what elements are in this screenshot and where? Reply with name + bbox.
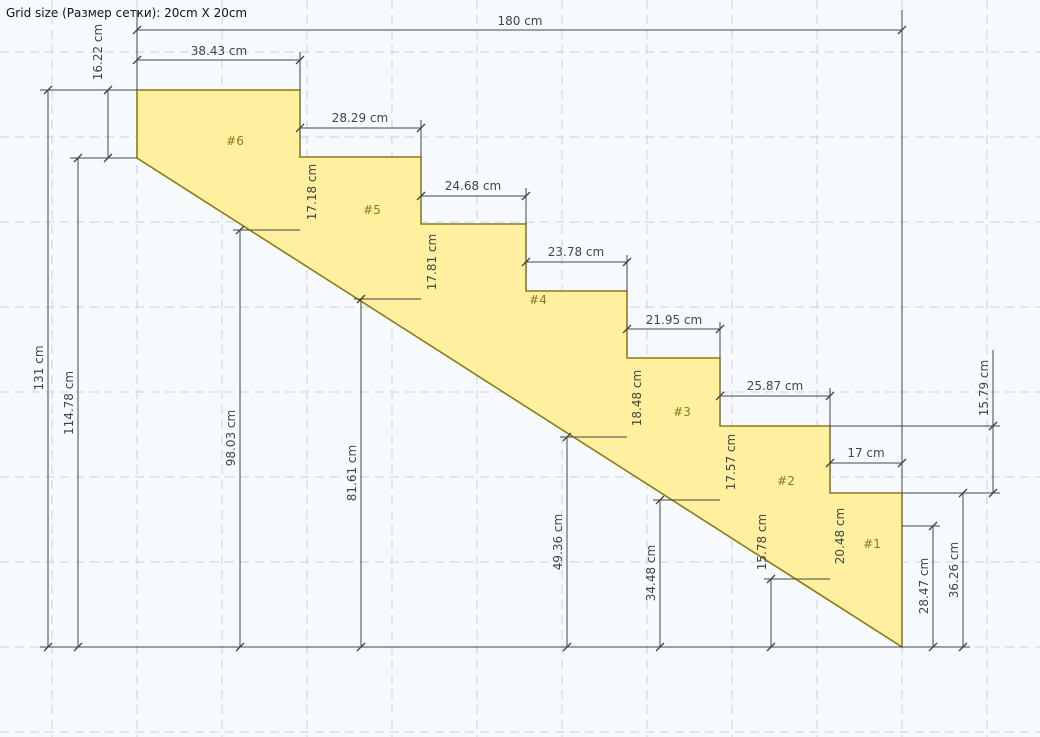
svg-text:17.57 cm: 17.57 cm — [724, 434, 738, 490]
step-3-label: #3 — [673, 405, 691, 419]
dim-total-width: 180 cm — [132, 10, 907, 493]
dim-height-98: 98.03 cm — [224, 225, 300, 652]
svg-text:28.47 cm: 28.47 cm — [917, 558, 931, 614]
dim-height-total: 131 cm — [32, 85, 137, 652]
dim-riser-5: 17.81 cm — [425, 234, 439, 290]
svg-text:81.61 cm: 81.61 cm — [345, 445, 359, 501]
dim-tread-2: 25.87 cm — [715, 379, 835, 426]
dim-riser-1: 20.48 cm — [833, 508, 847, 564]
svg-text:98.03 cm: 98.03 cm — [224, 410, 238, 466]
dim-height-49: 49.36 cm — [551, 432, 627, 652]
dim-riser-6: 17.18 cm — [305, 164, 319, 220]
svg-text:23.78 cm: 23.78 cm — [548, 245, 604, 259]
dim-height-15: 15.78 cm — [755, 514, 830, 652]
dim-top-offset: 16.22 cm — [91, 24, 137, 163]
dim-height-36: 36.26 cm — [902, 488, 970, 652]
svg-text:38.43 cm: 38.43 cm — [191, 44, 247, 58]
step-1-label: #1 — [863, 537, 881, 551]
svg-text:180 cm: 180 cm — [497, 14, 542, 28]
dim-height-28: 28.47 cm — [902, 521, 940, 652]
svg-text:28.29 cm: 28.29 cm — [332, 111, 388, 125]
svg-text:25.87 cm: 25.87 cm — [747, 379, 803, 393]
dim-height-114: 114.78 cm — [62, 153, 108, 652]
svg-text:20.48 cm: 20.48 cm — [833, 508, 847, 564]
step-5-label: #5 — [363, 203, 381, 217]
svg-text:36.26 cm: 36.26 cm — [947, 542, 961, 598]
svg-text:21.95 cm: 21.95 cm — [646, 313, 702, 327]
svg-text:15.79 cm: 15.79 cm — [977, 360, 991, 416]
svg-text:16.22 cm: 16.22 cm — [91, 24, 105, 80]
stair-stringer — [136, 89, 903, 649]
dim-height-34: 34.48 cm — [644, 495, 720, 652]
svg-text:18.48 cm: 18.48 cm — [630, 370, 644, 426]
dim-riser-2: 17.57 cm — [724, 434, 738, 490]
svg-text:131 cm: 131 cm — [32, 345, 46, 390]
svg-text:49.36 cm: 49.36 cm — [551, 514, 565, 570]
dim-tread-3: 21.95 cm — [622, 313, 725, 358]
dim-height-81: 81.61 cm — [345, 294, 421, 652]
step-2-label: #2 — [777, 474, 795, 488]
svg-text:17.81 cm: 17.81 cm — [425, 234, 439, 290]
svg-text:114.78 cm: 114.78 cm — [62, 371, 76, 435]
dim-tread-1: 17 cm — [825, 446, 907, 468]
dim-right-riser: 15.79 cm — [830, 350, 1000, 498]
svg-text:34.48 cm: 34.48 cm — [644, 545, 658, 601]
dim-tread-5: 24.68 cm — [416, 179, 531, 224]
svg-text:17 cm: 17 cm — [847, 446, 884, 460]
dim-tread-4: 23.78 cm — [521, 245, 632, 291]
step-6-label: #6 — [226, 134, 244, 148]
svg-text:17.18 cm: 17.18 cm — [305, 164, 319, 220]
dim-riser-3: 18.48 cm — [630, 370, 644, 426]
svg-text:24.68 cm: 24.68 cm — [445, 179, 501, 193]
step-4-label: #4 — [529, 293, 547, 307]
dim-top-tread: 38.43 cm — [132, 44, 305, 90]
dim-tread-6: 28.29 cm — [295, 111, 426, 157]
grid-size-label: Grid size (Размер сетки): 20cm X 20cm — [6, 6, 248, 20]
svg-text:15.78 cm: 15.78 cm — [755, 514, 769, 570]
